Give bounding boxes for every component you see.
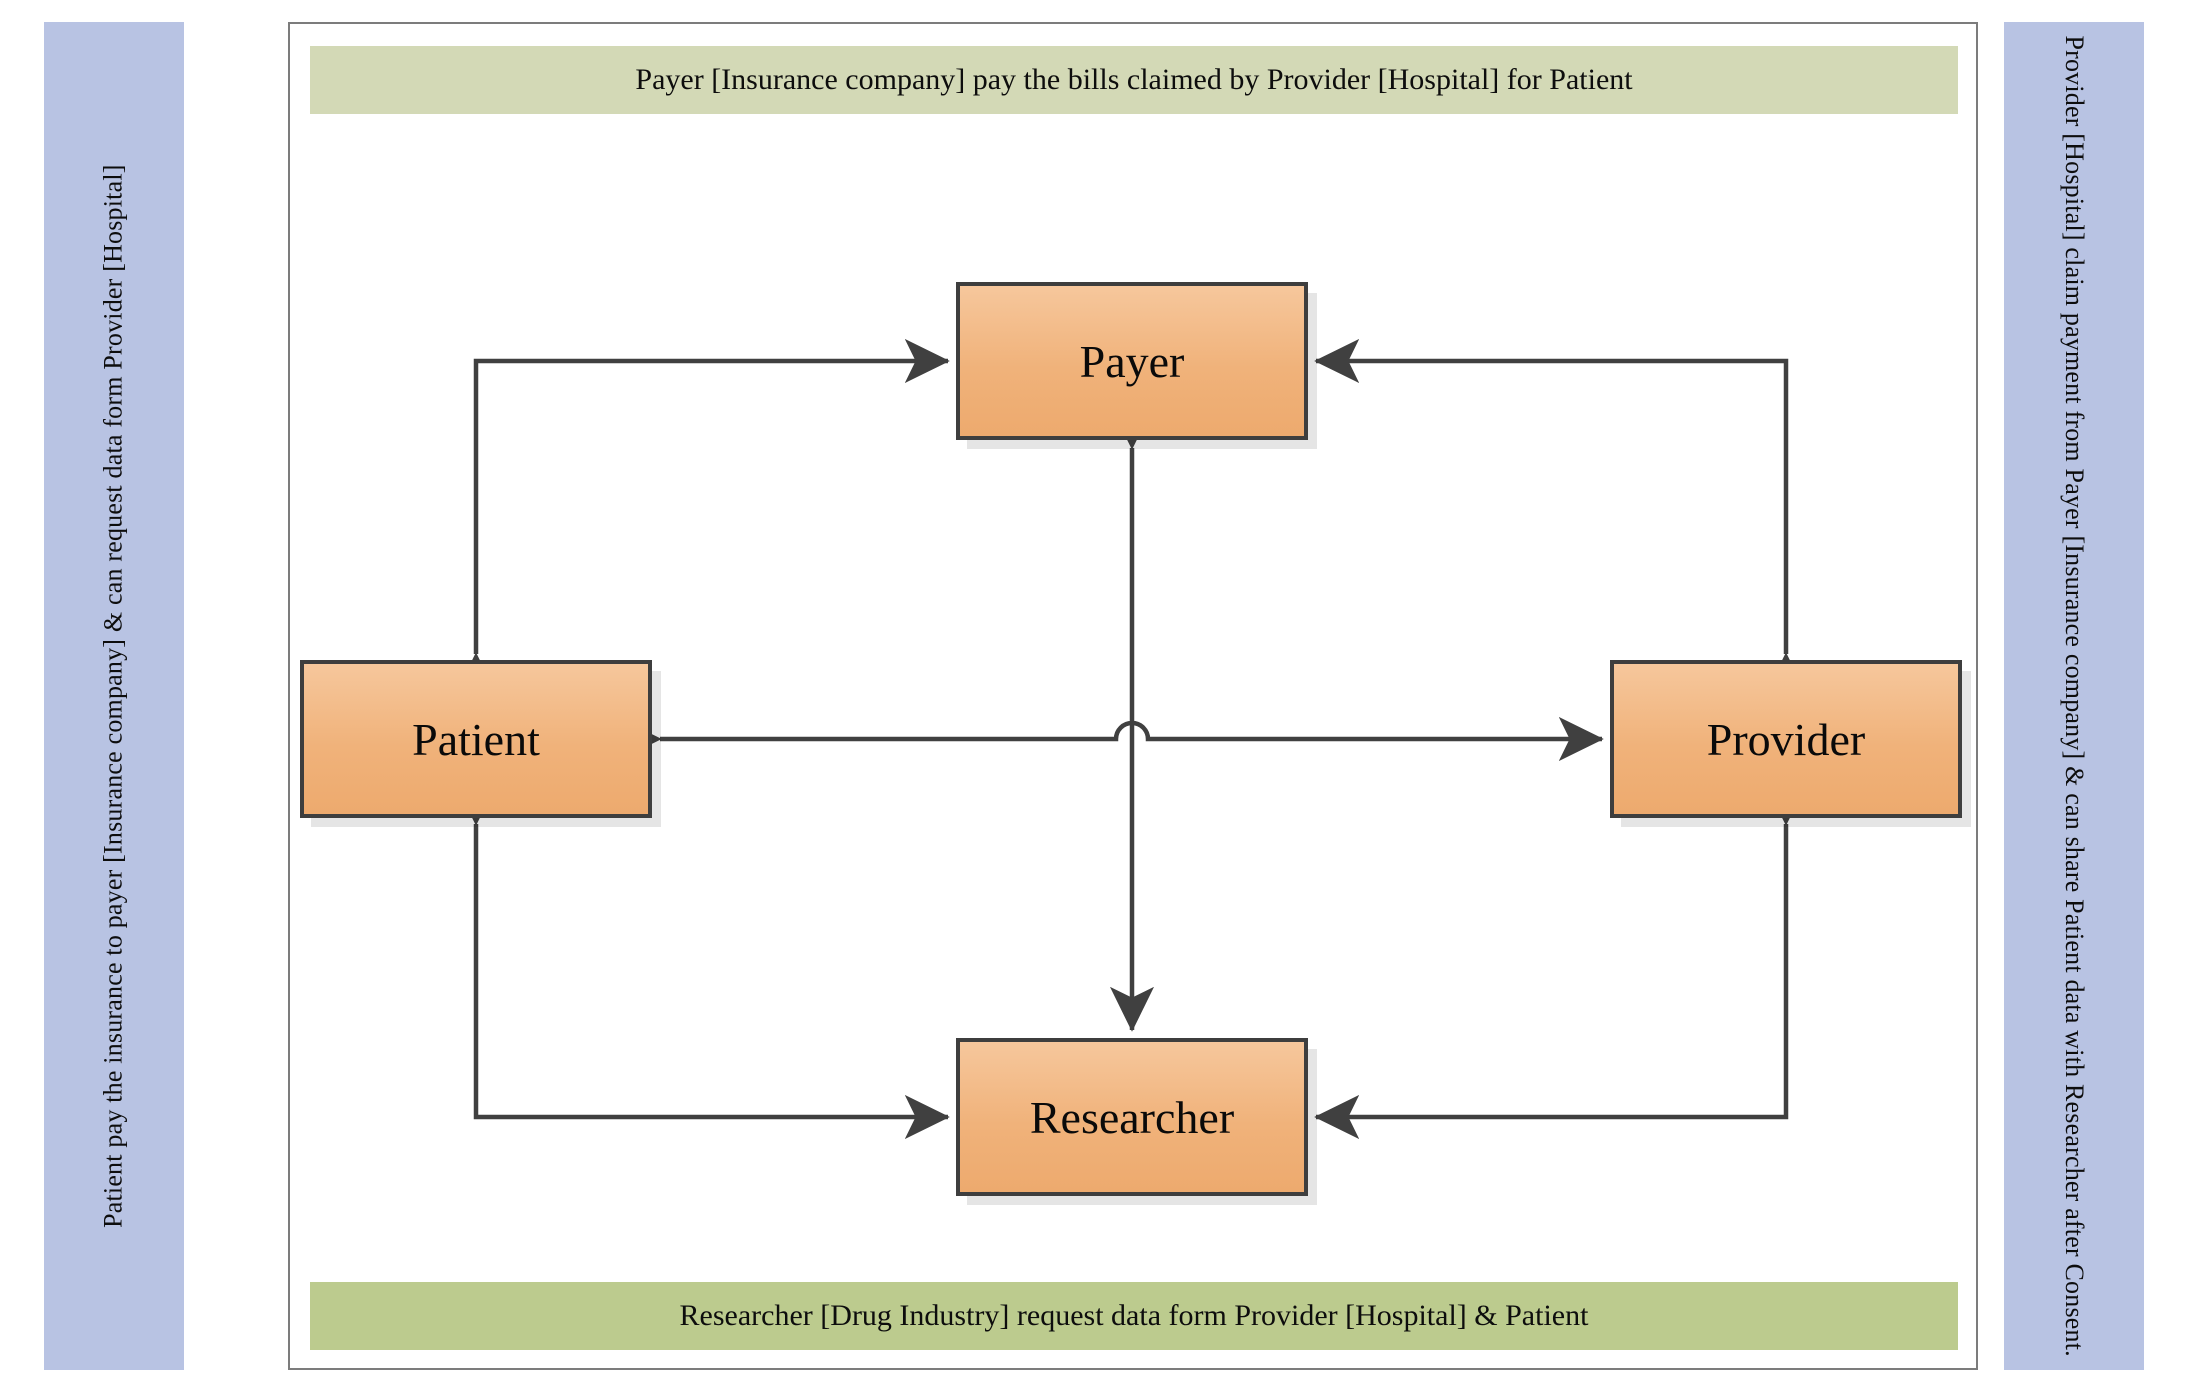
- node-researcher-label: Researcher: [1029, 1091, 1235, 1143]
- node-payer[interactable]: Payer: [956, 282, 1308, 440]
- node-provider-label: Provider: [1706, 713, 1866, 765]
- top-caption-bar: Payer [Insurance company] pay the bills …: [310, 46, 1958, 114]
- bottom-caption-text: Researcher [Drug Industry] request data …: [679, 1299, 1589, 1332]
- edge-patient-provider: [616, 716, 1604, 762]
- left-side-banner-text: Patient pay the insurance to payer [Insu…: [98, 164, 128, 1228]
- left-side-banner: Patient pay the insurance to payer [Insu…: [44, 22, 184, 1370]
- node-researcher[interactable]: Researcher: [956, 1038, 1308, 1196]
- right-side-banner-text: Provider [Hospital] claim payment from P…: [2060, 35, 2090, 1357]
- edge-patient-payer: [453, 338, 950, 698]
- right-side-banner: Provider [Hospital] claim payment from P…: [2004, 22, 2144, 1370]
- edge-layer: [453, 338, 1809, 1140]
- diagram-frame: Payer [Insurance company] pay the bills …: [288, 22, 1978, 1370]
- bottom-caption-bar: Researcher [Drug Industry] request data …: [310, 1282, 1958, 1350]
- node-patient-label: Patient: [412, 713, 540, 765]
- top-caption-text: Payer [Insurance company] pay the bills …: [635, 63, 1633, 96]
- edge-patient-researcher: [453, 780, 950, 1140]
- edge-provider-payer: [1314, 338, 1809, 698]
- node-payer-label: Payer: [1079, 335, 1185, 387]
- node-patient[interactable]: Patient: [300, 660, 652, 818]
- edge-provider-researcher: [1314, 780, 1809, 1140]
- node-provider[interactable]: Provider: [1610, 660, 1962, 818]
